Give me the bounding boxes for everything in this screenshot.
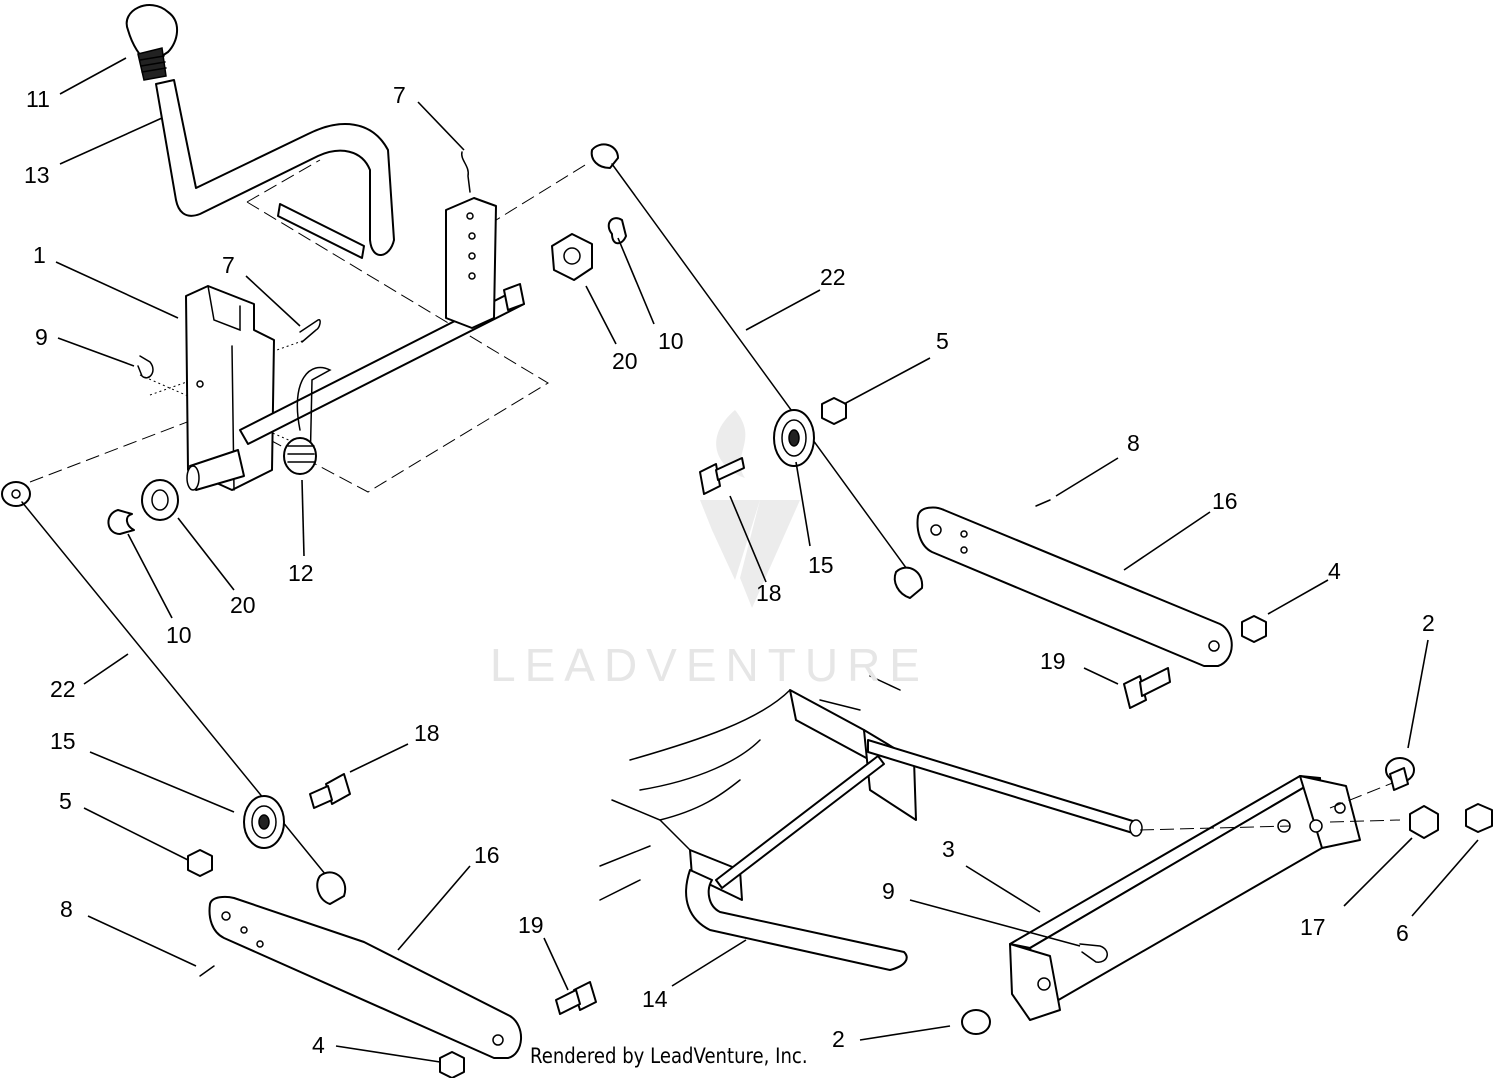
hanger-pin-upper-part <box>1385 757 1415 791</box>
callout-19-upper: 19 <box>1040 648 1066 674</box>
hex-nut-rail-part <box>1465 803 1493 833</box>
cotter-pin-upper-part <box>461 151 471 193</box>
callout-17: 17 <box>1300 914 1326 940</box>
callout-5-lower: 5 <box>59 788 72 814</box>
pin-right-part <box>1035 499 1051 507</box>
pulley-right-part <box>773 409 815 467</box>
pulley-left-part <box>243 795 285 849</box>
leader-lines <box>55 57 1479 1063</box>
callout-15-upper: 15 <box>808 552 834 578</box>
callout-18-upper: 18 <box>756 580 782 606</box>
clevis-pin-lower-part <box>1079 943 1108 963</box>
lift-arm-right-part <box>916 506 1233 667</box>
callout-4-upper: 4 <box>1328 558 1341 584</box>
locknut-left-part <box>439 1051 465 1078</box>
nut-right-part <box>821 397 847 425</box>
knob-part <box>125 4 178 81</box>
callout-2-lower: 2 <box>832 1026 845 1052</box>
lift-shaft-assembly-part <box>685 689 1143 971</box>
locknut-right-part <box>1241 615 1267 643</box>
callout-13: 13 <box>24 162 50 188</box>
callout-3: 3 <box>942 836 955 862</box>
callout-20-lower: 20 <box>230 592 256 618</box>
callout-12: 12 <box>288 560 314 586</box>
torsion-spring-part <box>283 366 332 475</box>
upper-plate-part <box>445 197 525 329</box>
callout-9-upper: 9 <box>35 324 48 350</box>
bolt-left-part <box>555 981 597 1015</box>
bolt-right-part <box>1123 667 1171 709</box>
callout-5-upper: 5 <box>936 328 949 354</box>
callout-8-lower: 8 <box>60 896 73 922</box>
e-clip-lower-part <box>107 509 135 535</box>
callout-8-upper: 8 <box>1127 430 1140 456</box>
deck-hanger-rail-part <box>1009 775 1361 1021</box>
lift-arm-left-part <box>208 895 522 1059</box>
callout-16-upper: 16 <box>1212 488 1238 514</box>
hanger-pin-lower-part <box>961 1009 991 1035</box>
callout-1: 1 <box>33 242 46 268</box>
cotter-pin-lower-part <box>299 319 321 343</box>
shoulder-bolt-right-part <box>699 457 745 495</box>
alignment-line-rail <box>1139 779 1401 831</box>
callout-22-upper: 22 <box>820 264 846 290</box>
flange-nut-upper-part <box>551 233 593 281</box>
callout-20-upper: 20 <box>612 348 638 374</box>
lift-lever-part <box>155 79 395 259</box>
callout-7-upper: 7 <box>393 82 406 108</box>
alignment-line-top <box>487 161 591 226</box>
callout-10-lower: 10 <box>166 622 192 648</box>
callout-14: 14 <box>642 986 668 1012</box>
pin-left-part <box>199 965 215 977</box>
callout-11: 11 <box>26 86 50 112</box>
lift-link-rod-right-part <box>590 143 924 599</box>
reference-plane-outline <box>246 159 549 493</box>
callout-4-lower: 4 <box>312 1032 325 1058</box>
e-clip-upper-part <box>607 217 627 245</box>
flange-nut-lower-part <box>141 479 179 521</box>
callout-15-lower: 15 <box>50 728 76 754</box>
shoulder-bolt-left-part <box>309 773 351 809</box>
flange-nut-rail-part <box>1409 805 1439 839</box>
callout-22-lower: 22 <box>50 676 76 702</box>
callout-16-lower: 16 <box>474 842 500 868</box>
callout-6: 6 <box>1396 920 1409 946</box>
callout-18-lower: 18 <box>414 720 440 746</box>
chassis-frame-outline <box>599 675 901 901</box>
callout-7-lower: 7 <box>222 252 235 278</box>
clevis-pin-upper-part <box>137 355 154 379</box>
footer-credit: Rendered by LeadVenture, Inc. <box>530 1044 808 1068</box>
callout-19-lower: 19 <box>518 912 544 938</box>
callout-9-lower: 9 <box>882 878 895 904</box>
callout-10-upper: 10 <box>658 328 684 354</box>
callout-2-upper: 2 <box>1422 610 1435 636</box>
nut-left-part <box>187 849 213 877</box>
watermark-text: LEADVENTURE <box>490 639 929 691</box>
